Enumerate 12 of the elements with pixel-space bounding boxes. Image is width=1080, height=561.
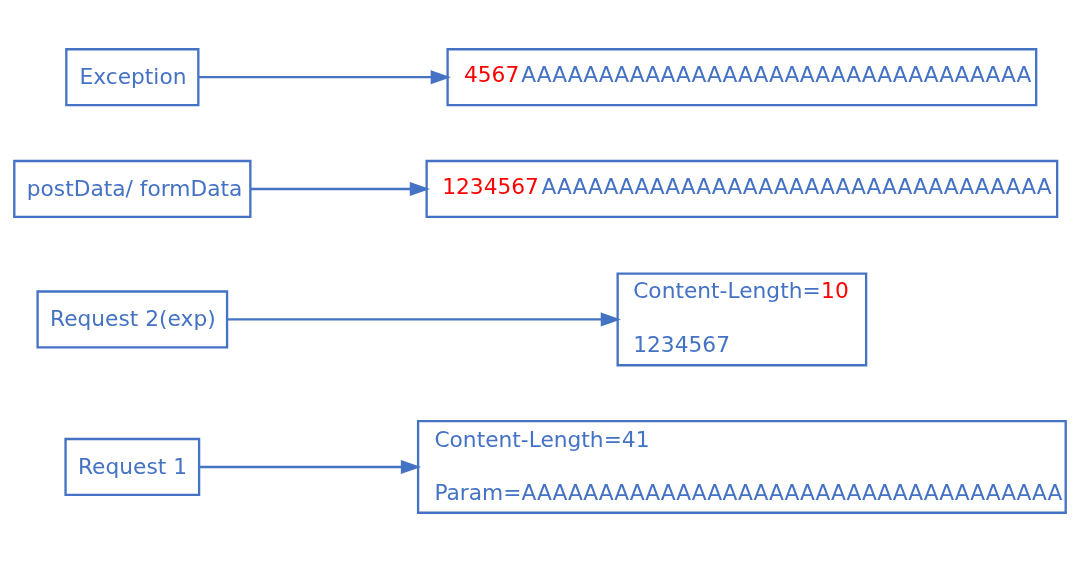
node-box: Content-Length=41 Param=AAAAAAAAAAAAAAAAAAAAAAAAAAAAAAAAAAA bbox=[416, 419, 1067, 514]
arrow bbox=[199, 459, 422, 474]
arrow bbox=[227, 311, 621, 326]
node-box: 1234567 AAAAAAAAAAAAAAAAAAAAAAAAAAAAAAAAA bbox=[425, 159, 1059, 218]
node-box: Content-Length=10 1234567 bbox=[616, 271, 868, 366]
node-box: Request 1 bbox=[64, 437, 201, 496]
node-box: 4567AAAAAAAAAAAAAAAAAAAAAAAAAAAAAAAAA bbox=[446, 47, 1038, 106]
node-box: Exception bbox=[65, 47, 200, 106]
node-box: Request 2(exp) bbox=[36, 289, 229, 349]
node-box: postData/ formData bbox=[13, 159, 252, 218]
arrow bbox=[198, 69, 451, 84]
arrow bbox=[250, 181, 430, 196]
